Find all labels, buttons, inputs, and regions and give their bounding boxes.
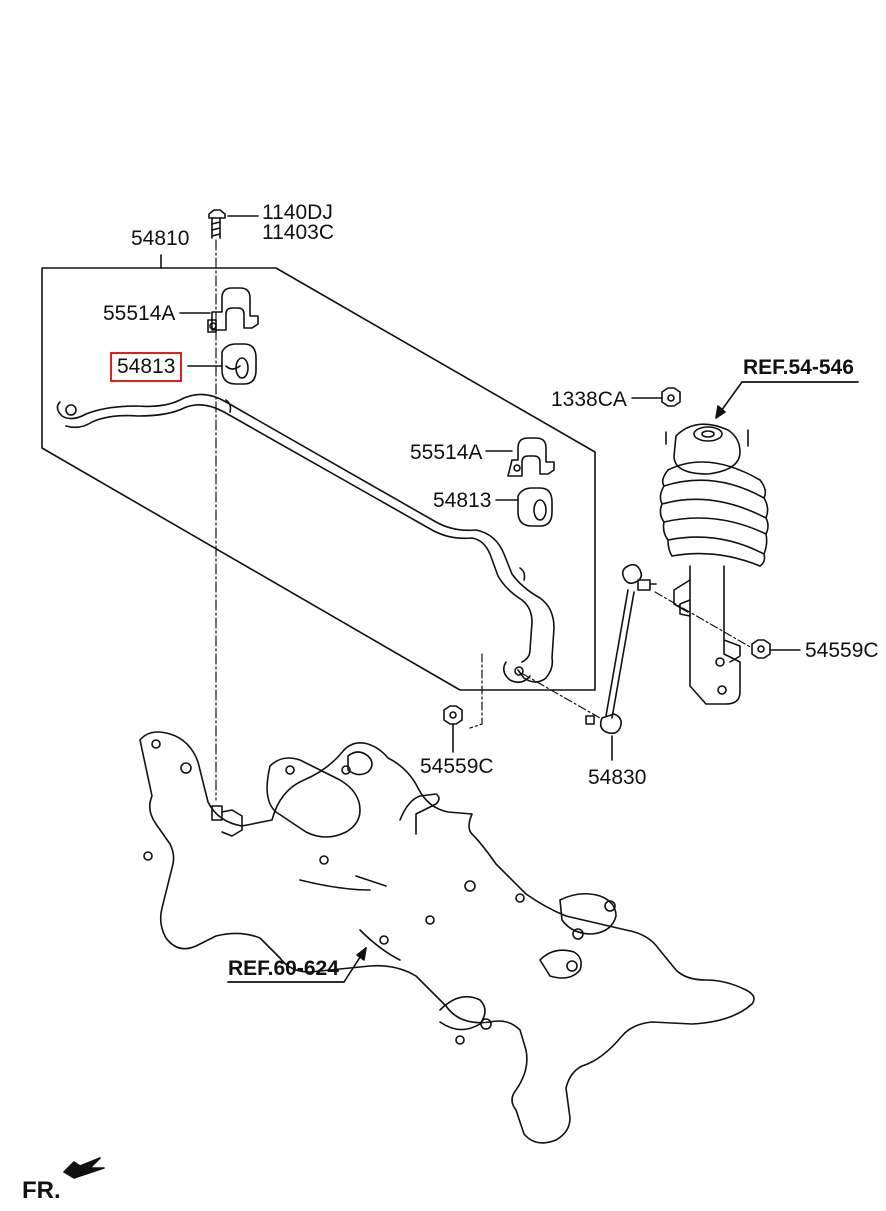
label-ref-strut[interactable]: REF.54-546 [743, 356, 854, 379]
bushing-left-icon [221, 343, 257, 385]
label-54810: 54810 [131, 227, 190, 250]
label-54559C-lower: 54559C [420, 755, 494, 778]
stabilizer-bar-icon [56, 393, 555, 684]
bushing-right-icon [517, 487, 553, 527]
strut-assembly-icon [659, 423, 769, 705]
stabilizer-link-icon [585, 563, 657, 735]
nut-strut-icon [661, 387, 681, 407]
label-1338CA: 1338CA [551, 388, 627, 411]
label-ref-subframe[interactable]: REF.60-624 [228, 957, 339, 980]
ref-strut-arrow [715, 405, 726, 419]
bracket-left-icon [207, 287, 259, 333]
label-front: FR. [22, 1177, 61, 1204]
label-55514A-right: 55514A [410, 441, 483, 464]
label-54813-left-highlighted[interactable]: 54813 [110, 352, 183, 382]
label-55514A-left: 55514A [103, 302, 176, 325]
centerline-link [522, 673, 601, 719]
assembly-outline [41, 267, 596, 691]
bracket-right-icon [507, 437, 555, 477]
centerline-lower-nut [469, 653, 483, 729]
front-arrow-icon [63, 1157, 105, 1179]
label-11403C: 11403C [262, 221, 335, 244]
label-54830: 54830 [588, 766, 647, 789]
ref-subframe-arrow [356, 947, 367, 961]
label-54813-right: 54813 [433, 489, 492, 512]
label-1140DJ: 1140DJ [262, 201, 333, 224]
nut-lower-icon [443, 705, 463, 725]
label-54559C-right: 54559C [805, 639, 879, 662]
centerline-strut-nut [654, 591, 753, 649]
nut-right-icon [751, 639, 771, 659]
subframe-icon [139, 731, 755, 1144]
bolt-icon [208, 209, 226, 239]
